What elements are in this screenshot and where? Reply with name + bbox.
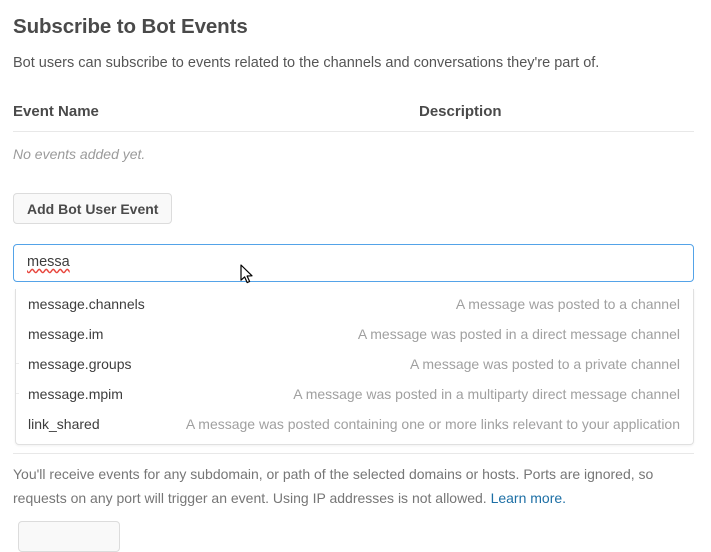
background-bleed-mark xyxy=(16,363,19,364)
dropdown-item-description: A message was posted containing one or m… xyxy=(185,416,680,432)
bottom-divider xyxy=(13,453,694,454)
dropdown-item-name: message.im xyxy=(28,326,104,342)
dropdown-item-description: A message was posted in a multiparty dir… xyxy=(293,386,680,402)
events-table-header: Event Name Description xyxy=(0,103,711,133)
dropdown-item[interactable]: message.groups A message was posted to a … xyxy=(16,349,693,379)
dropdown-item-description: A message was posted to a channel xyxy=(455,296,680,312)
event-search-input[interactable]: messa xyxy=(13,244,694,282)
table-header-divider xyxy=(13,131,694,132)
help-text: You'll receive events for any subdomain,… xyxy=(13,462,689,510)
dropdown-item-name: message.channels xyxy=(28,296,145,312)
dropdown-item-description: A message was posted in a direct message… xyxy=(357,326,680,342)
event-suggestions-dropdown[interactable]: message.channels A message was posted to … xyxy=(15,289,694,445)
dropdown-item-description: A message was posted to a private channe… xyxy=(409,356,680,372)
learn-more-link[interactable]: Learn more. xyxy=(490,490,567,506)
background-bleed-mark xyxy=(16,393,19,394)
dropdown-item[interactable]: message.mpim A message was posted in a mu… xyxy=(16,379,693,409)
dropdown-item-name: link_shared xyxy=(28,416,100,432)
help-text-body: You'll receive events for any subdomain,… xyxy=(13,466,654,506)
dropdown-item[interactable]: message.im A message was posted in a dire… xyxy=(16,319,693,349)
save-changes-button-partial[interactable] xyxy=(18,521,120,552)
dropdown-item[interactable]: link_shared A message was posted containi… xyxy=(16,409,693,439)
page-title: Subscribe to Bot Events xyxy=(13,15,248,38)
event-search-input-value: messa xyxy=(27,254,70,270)
dropdown-item[interactable]: message.channels A message was posted to … xyxy=(16,289,693,319)
events-empty-message: No events added yet. xyxy=(13,146,146,162)
dropdown-item-name: message.groups xyxy=(28,356,132,372)
column-header-description: Description xyxy=(419,103,502,120)
add-bot-user-event-button[interactable]: Add Bot User Event xyxy=(13,193,173,224)
column-header-event-name: Event Name xyxy=(13,103,99,120)
page-subtitle: Bot users can subscribe to events relate… xyxy=(13,55,600,71)
dropdown-item-name: message.mpim xyxy=(28,386,123,402)
subscribe-bot-events-page: Subscribe to Bot Events Bot users can su… xyxy=(0,15,711,552)
